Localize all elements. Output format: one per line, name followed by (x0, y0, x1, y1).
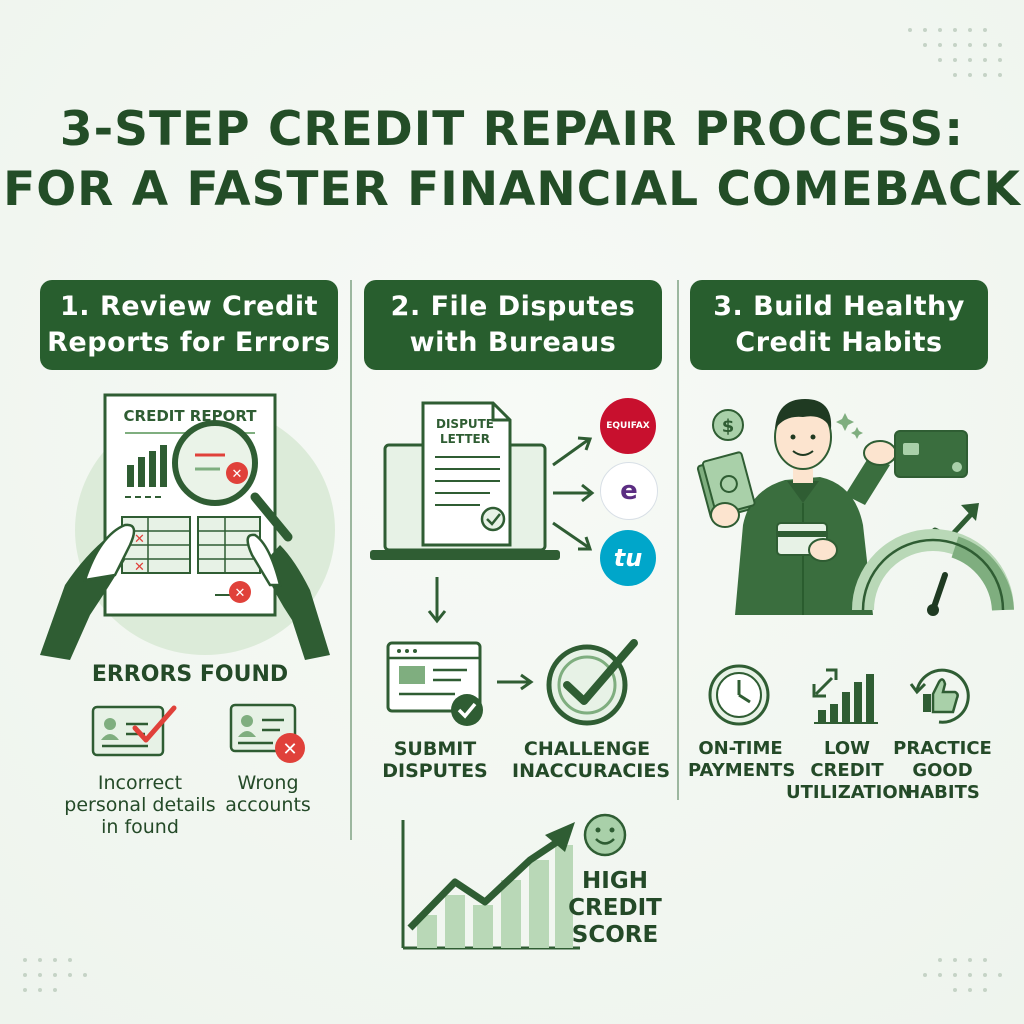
challenge-check-icon (546, 639, 638, 726)
personal-details-error-icon (91, 705, 177, 757)
equifax-logo-text: EQUIFAX (606, 421, 650, 431)
decorative-dots-bottom-left (23, 958, 87, 992)
experian-logo-text: e (620, 476, 638, 506)
dispute-letter-laptop-illustration: DISPUTE LETTER (370, 401, 560, 560)
error-item-2-line-2: accounts (225, 794, 311, 816)
credit-score-growth-chart (401, 820, 580, 950)
report-title: CREDIT REPORT (124, 407, 258, 425)
down-arrow-icon (427, 577, 447, 624)
dispute-letter-title-2: LETTER (440, 432, 490, 446)
svg-text:✕: ✕ (235, 586, 246, 601)
svg-text:✕: ✕ (134, 532, 145, 547)
error-item-wrong-accounts: Wrong accounts (208, 772, 328, 816)
clock-icon (708, 664, 770, 726)
thumbs-up-icon (909, 668, 970, 724)
step-2-header-line-2: with Bureaus (409, 327, 617, 358)
habit-3-line-2: GOOD (912, 760, 973, 781)
decorative-dots-top-right (908, 28, 1002, 77)
column-divider-1 (350, 280, 352, 840)
step-3-header: 3. Build Healthy Credit Habits (690, 280, 988, 370)
wrong-accounts-error-icon: ✕ (229, 703, 305, 763)
habit-low-credit-utilization: LOW CREDIT UTILIZATION (786, 738, 913, 804)
step-1-header: 1. Review Credit Reports for Errors (40, 280, 338, 370)
smiley-face-icon (583, 813, 627, 857)
high-credit-score-line-3: SCORE (571, 922, 659, 948)
step-1-header-line-1: 1. Review Credit (60, 291, 318, 322)
low-utilization-bar-chart-icon (812, 668, 878, 724)
person-with-credit-card-illustration: $ (696, 399, 1014, 616)
challenge-line-2: INACCURACIES (512, 760, 671, 782)
submit-disputes-label: SUBMIT DISPUTES (370, 738, 500, 782)
svg-text:✕: ✕ (134, 560, 145, 575)
step-3-header-line-1: 3. Build Healthy (713, 291, 965, 322)
habit-2-line-3: UTILIZATION (786, 782, 913, 803)
equifax-logo: EQUIFAX (600, 398, 656, 454)
submit-disputes-line-2: DISPUTES (382, 760, 488, 782)
column-divider-2 (677, 280, 679, 800)
svg-text:✕: ✕ (282, 739, 297, 760)
habit-1-line-1: ON-TIME (698, 738, 783, 759)
transunion-logo-text: tu (613, 544, 643, 572)
credit-report-illustration: CREDIT REPORT ✕ ✕ ✕ ✕ (40, 393, 335, 660)
svg-text:✕: ✕ (232, 467, 243, 482)
habit-1-line-2: PAYMENTS (688, 760, 796, 781)
experian-logo: e (600, 462, 658, 520)
habit-on-time-payments: ON-TIME PAYMENTS (688, 738, 796, 782)
habit-2-line-1: LOW (824, 738, 870, 759)
error-item-1-line-3: in found (101, 816, 179, 838)
decorative-dots-bottom-right (923, 958, 1002, 992)
step-2-header-line-1: 2. File Disputes (390, 291, 636, 322)
bureau-arrows (552, 436, 595, 551)
step-2-header: 2. File Disputes with Bureaus (364, 280, 662, 370)
errors-found-heading: ERRORS FOUND (91, 662, 289, 687)
challenge-line-1: CHALLENGE (523, 738, 651, 760)
submit-disputes-line-1: SUBMIT (393, 738, 477, 760)
habit-practice-good-habits: PRACTICE GOOD HABITS (890, 738, 995, 804)
error-item-1-line-1: Incorrect (97, 772, 183, 794)
challenge-inaccuracies-label: CHALLENGE INACCURACIES (512, 738, 671, 782)
habit-3-line-1: PRACTICE (893, 738, 992, 759)
error-item-personal-details: Incorrect personal details in found (45, 772, 235, 838)
dollar-symbol: $ (722, 416, 735, 437)
high-credit-score-label: HIGH CREDIT SCORE (565, 868, 665, 949)
habit-2-line-2: CREDIT (810, 760, 884, 781)
high-credit-score-line-2: CREDIT (568, 895, 662, 921)
habit-3-line-3: HABITS (905, 782, 980, 803)
error-item-2-line-1: Wrong (237, 772, 299, 794)
page-title-line-2: For a Faster Financial Comeback (3, 162, 1021, 217)
step-1-header-line-2: Reports for Errors (47, 327, 331, 358)
right-arrow-icon (497, 673, 534, 691)
page-title-line-1: 3-Step Credit Repair Process: (59, 102, 965, 157)
transunion-logo: tu (600, 530, 656, 586)
dispute-letter-title-1: DISPUTE (436, 417, 494, 431)
step-3-header-line-2: Credit Habits (735, 327, 943, 358)
error-item-1-line-2: personal details (64, 794, 216, 816)
submit-disputes-icon (386, 641, 483, 726)
high-credit-score-line-1: HIGH (582, 868, 648, 894)
